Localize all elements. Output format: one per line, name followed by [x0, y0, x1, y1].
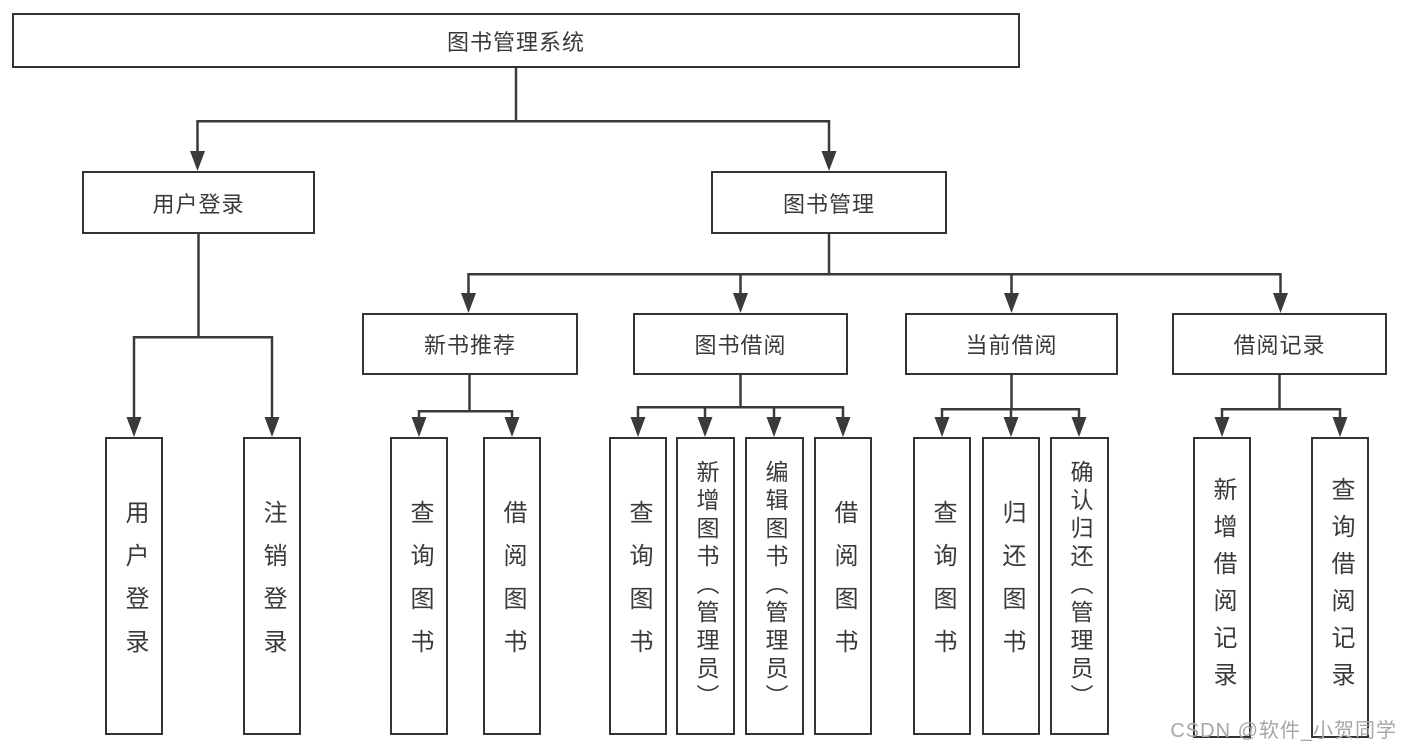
node-root-label: 图书管理系统: [446, 29, 585, 55]
connector-root-to-level2: [190, 68, 837, 171]
csdn-watermark: CSDN @软件_小贺同学: [1170, 720, 1397, 742]
leaf-nb-borrow-books: 借阅图书: [483, 437, 541, 735]
leaf-logout: 注销登录: [243, 437, 301, 735]
node-book-borrowing-label: 图书借阅: [694, 333, 787, 358]
leaf-nb-query-books-label: 查询图书: [406, 500, 433, 672]
node-book-borrowing: 图书借阅: [633, 313, 848, 375]
connector-records-to-leaves: [1214, 375, 1348, 437]
leaf-cb-return-books-label: 归还图书: [998, 500, 1025, 672]
connector-bookmgmt-to-level3: [461, 234, 1288, 313]
node-new-book-recommend-label: 新书推荐: [423, 333, 516, 358]
connector-newbook-to-leaves: [411, 375, 520, 437]
leaf-bb-borrow-books: 借阅图书: [814, 437, 872, 735]
leaf-cb-query-books-label: 查询图书: [929, 500, 956, 672]
node-user-login: 用户登录: [82, 171, 315, 234]
leaf-nb-borrow-books-label: 借阅图书: [499, 500, 526, 672]
leaf-bb-borrow-books-label: 借阅图书: [830, 500, 857, 672]
node-current-borrowing-label: 当前借阅: [965, 333, 1058, 358]
leaf-br-add-borrow-record: 新增借阅记录: [1193, 437, 1251, 738]
connector-borrowing-to-leaves: [630, 375, 851, 437]
node-borrowing-records: 借阅记录: [1172, 313, 1387, 375]
node-current-borrowing: 当前借阅: [905, 313, 1118, 375]
leaf-bb-query-books-label: 查询图书: [625, 500, 652, 672]
leaf-bb-edit-books-admin-label: 编辑图书（管理员）: [762, 460, 788, 712]
leaf-bb-add-books-admin-label: 新增图书（管理员）: [693, 460, 719, 712]
leaf-cb-query-books: 查询图书: [913, 437, 971, 735]
node-root-system: 图书管理系统: [12, 13, 1020, 68]
leaf-br-query-borrow-record-label: 查询借阅记录: [1327, 476, 1354, 699]
node-book-management: 图书管理: [711, 171, 947, 234]
leaf-cb-confirm-return-admin: 确认归还（管理员）: [1050, 437, 1109, 735]
leaf-nb-query-books: 查询图书: [390, 437, 448, 735]
leaf-logout-label: 注销登录: [259, 500, 286, 672]
leaf-cb-confirm-return-admin-label: 确认归还（管理员）: [1067, 460, 1093, 712]
leaf-bb-query-books: 查询图书: [609, 437, 667, 735]
node-borrowing-records-label: 借阅记录: [1233, 333, 1326, 358]
leaf-cb-return-books: 归还图书: [982, 437, 1040, 735]
node-book-management-label: 图书管理: [782, 191, 875, 217]
leaf-br-add-borrow-record-label: 新增借阅记录: [1209, 476, 1236, 699]
leaf-user-login: 用户登录: [105, 437, 163, 735]
leaf-bb-edit-books-admin: 编辑图书（管理员）: [745, 437, 804, 735]
connector-userlogin-to-leaves: [126, 234, 280, 437]
leaf-br-query-borrow-record: 查询借阅记录: [1311, 437, 1369, 738]
leaf-user-login-label: 用户登录: [121, 500, 148, 672]
connector-current-to-leaves: [934, 375, 1087, 437]
node-new-book-recommend: 新书推荐: [362, 313, 578, 375]
node-user-login-label: 用户登录: [152, 191, 245, 217]
leaf-bb-add-books-admin: 新增图书（管理员）: [676, 437, 735, 735]
